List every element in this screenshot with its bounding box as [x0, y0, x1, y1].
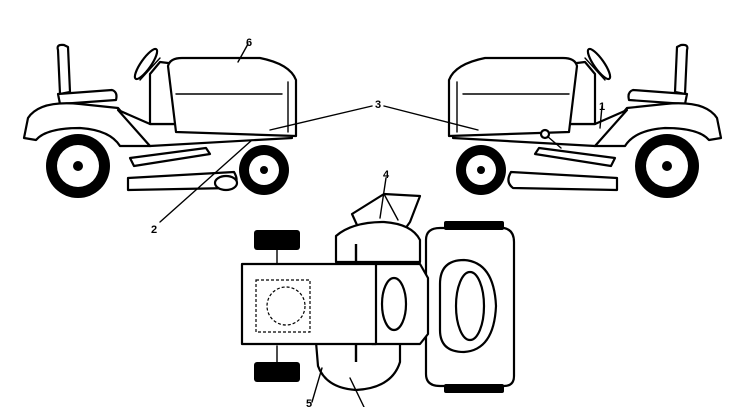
top-engine-outline [255, 279, 311, 333]
right-lift-lever [546, 135, 562, 149]
top-chute-edge [383, 193, 399, 221]
top-rear-wheel-upper [444, 221, 504, 230]
callout-5: 5 [306, 398, 312, 407]
left-front-wheel-hub [260, 166, 268, 174]
leader-7 [349, 377, 365, 407]
top-front-wheel-lower [254, 362, 300, 382]
callout-6: 6 [246, 37, 252, 49]
right-seat-cushion [627, 88, 689, 106]
mower-right-side-view [447, 43, 723, 198]
right-mower-deck [507, 170, 619, 192]
left-seat-cushion [56, 88, 118, 106]
callout-4: 4 [383, 169, 390, 181]
left-hood [166, 56, 298, 138]
callout-1: 1 [599, 101, 605, 113]
left-rear-fender [22, 102, 152, 148]
right-seat-back [673, 43, 689, 96]
top-deck-upper [334, 220, 422, 264]
top-steering-wheel [380, 276, 408, 332]
right-rear-wheel-hub [662, 161, 672, 171]
leader-3-right [383, 105, 479, 131]
callout-numbers: 6 3 1 2 4 5 [151, 37, 605, 407]
top-deck-lower [314, 340, 402, 392]
right-lift-lever-knob [539, 128, 551, 140]
leader-1 [599, 105, 603, 129]
top-hood [240, 262, 378, 346]
top-engine-circle [266, 286, 306, 326]
right-footrest [533, 146, 617, 168]
leader-6 [237, 43, 249, 63]
right-rear-fender [593, 102, 723, 148]
leader-lines [159, 43, 603, 407]
right-hood [447, 56, 579, 138]
right-front-wheel-hub [477, 166, 485, 174]
mower-left-side-view [22, 43, 298, 198]
left-rear-wheel-hub [73, 161, 83, 171]
left-deck-chute [213, 174, 239, 192]
top-rear-wheel-lower [444, 384, 504, 393]
leader-2 [159, 139, 253, 223]
leader-3-left [269, 105, 373, 131]
left-footrest [128, 146, 212, 168]
leader-5 [311, 367, 323, 403]
callout-2: 2 [151, 224, 157, 236]
top-front-wheel-upper [254, 230, 300, 250]
leader-4 [379, 177, 387, 219]
right-steering-wheel [586, 47, 612, 81]
top-seat-cushion [454, 270, 486, 342]
mower-top-view [240, 192, 516, 393]
left-steering-wheel [133, 47, 159, 81]
left-seat-back [56, 43, 72, 96]
callout-3: 3 [375, 99, 381, 111]
